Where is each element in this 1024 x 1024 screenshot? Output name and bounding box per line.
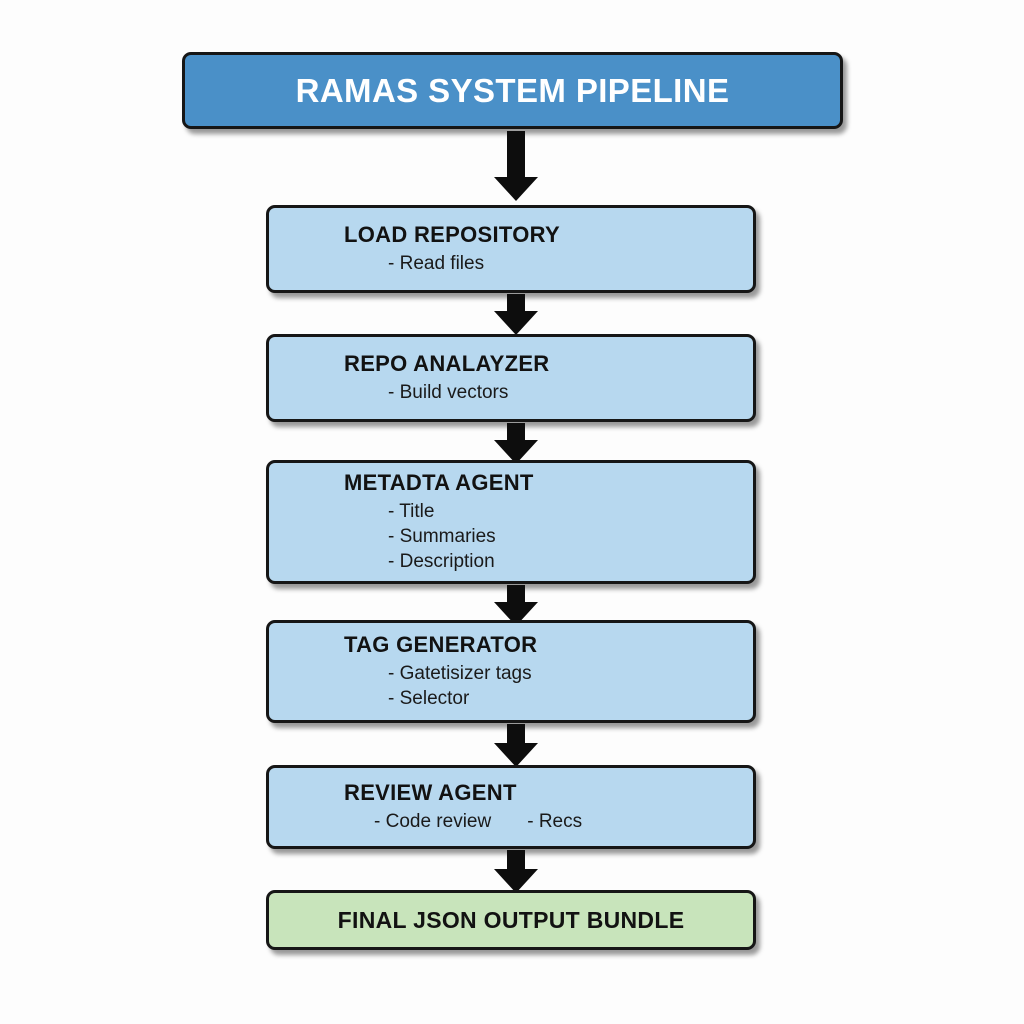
stage-title-tag-generator: TAG GENERATOR bbox=[344, 631, 538, 657]
pipeline-header-label: RAMAS SYSTEM PIPELINE bbox=[295, 71, 730, 109]
stage-node-review-agent: REVIEW AGENT - Code review - Recs bbox=[266, 765, 756, 849]
stage-node-tag-generator: TAG GENERATOR - Gatetisizer tags - Selec… bbox=[266, 620, 756, 723]
connector-arrow-4 bbox=[494, 585, 538, 626]
stage-node-metadta-agent: METADTA AGENT - Title - Summaries - Desc… bbox=[266, 460, 756, 584]
stage-title-load-repository: LOAD REPOSITORY bbox=[344, 221, 560, 247]
bullet-item: - Summaries bbox=[388, 525, 496, 547]
stage-node-load-repository: LOAD REPOSITORY - Read files bbox=[266, 205, 756, 293]
bullet-item: - Build vectors bbox=[388, 381, 509, 403]
bullet-item: - Recs bbox=[527, 810, 583, 832]
bullet-item: - Read files bbox=[388, 252, 485, 274]
stage-bullets-tag-generator: - Gatetisizer tags - Selector bbox=[344, 661, 753, 711]
stage-title-repo-analayzer: REPO ANALAYZER bbox=[344, 350, 550, 376]
bullet-item: - Description bbox=[388, 551, 495, 573]
connector-arrow-1 bbox=[494, 131, 538, 201]
stage-bullets-repo-analayzer: - Build vectors bbox=[344, 380, 753, 405]
stage-bullets-load-repository: - Read files bbox=[344, 251, 753, 276]
stage-title-review-agent: REVIEW AGENT bbox=[344, 779, 517, 805]
stage-node-repo-analayzer: REPO ANALAYZER - Build vectors bbox=[266, 334, 756, 422]
stage-bullets-review-agent: - Code review - Recs bbox=[344, 809, 753, 834]
terminal-label: FINAL JSON OUTPUT BUNDLE bbox=[337, 906, 685, 933]
pipeline-header-node: RAMAS SYSTEM PIPELINE bbox=[182, 52, 843, 129]
connector-arrow-5 bbox=[494, 724, 538, 767]
terminal-node-final-json-output-bundle: FINAL JSON OUTPUT BUNDLE bbox=[266, 890, 756, 950]
bullet-item: - Selector bbox=[388, 687, 470, 709]
stage-title-metadta-agent: METADTA AGENT bbox=[344, 469, 534, 495]
connector-arrow-6 bbox=[494, 850, 538, 893]
stage-bullets-metadta-agent: - Title - Summaries - Description bbox=[344, 499, 753, 574]
bullet-item: - Gatetisizer tags bbox=[388, 662, 532, 684]
connector-arrow-3 bbox=[494, 423, 538, 464]
bullet-item: - Code review bbox=[374, 810, 492, 832]
bullet-item: - Title bbox=[388, 500, 435, 522]
connector-arrow-2 bbox=[494, 294, 538, 335]
